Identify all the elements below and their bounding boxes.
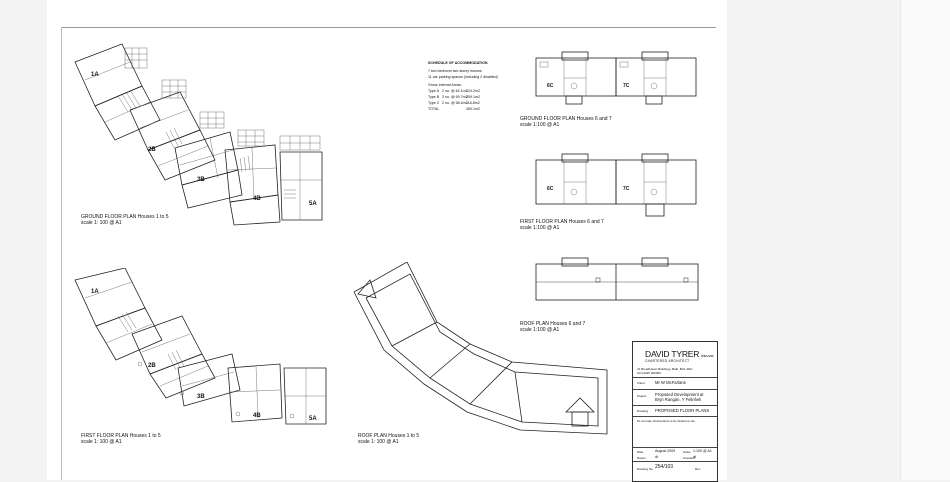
firm-subtitle: CHARTERED ARCHITECT (645, 359, 690, 363)
checked-label: Checked (683, 456, 695, 460)
ff-unit-label-7c: 7C (623, 186, 630, 192)
drawn-label: Drawn (637, 456, 646, 460)
project-line-2: Bryn Rangan, Y Felinheli (655, 397, 702, 402)
revision-label: Rev (695, 467, 701, 471)
plan-title-gf-1-5: GROUND FLOOR PLAN Houses 1 to 5 (81, 214, 169, 220)
viewer-scroll-area[interactable] (900, 0, 950, 480)
schedule-of-accommodation: SCHEDULE OF ACCOMMODATION 7 two bedroom … (428, 60, 498, 112)
drawing-sheet-border (61, 27, 716, 481)
project-label: Project (637, 394, 647, 398)
plan-scale-roof-6-7: scale 1:100 @ A1 (520, 327, 560, 333)
drawing-label: Drawing (637, 409, 649, 413)
plan-scale-roof-1-5: scale 1: 100 @ A1 (358, 439, 399, 445)
client-name: Mr W McFarlane (655, 380, 686, 385)
unit-label-5a: 5A (309, 201, 317, 207)
drawing-note: Do not scale. All dimensions to be check… (637, 420, 696, 423)
ff-unit-label-3b: 3B (197, 394, 205, 400)
sheet-margin-line (61, 27, 62, 480)
first-floor-plan-houses-6-7 (535, 153, 697, 217)
checked-value: dt (693, 455, 696, 459)
plan-scale-ff-1-5: scale 1: 100 @ A1 (81, 439, 122, 445)
ground-floor-plan-houses-1-5 (74, 43, 323, 226)
first-floor-plan-houses-1-5 (74, 268, 327, 425)
ff-unit-label-1a: 1A (91, 289, 99, 295)
ground-floor-plan-houses-6-7 (535, 51, 697, 105)
drawing-number: 254/103 (655, 464, 674, 470)
client-label: Client (637, 381, 645, 385)
drawing-number-label: Drawing No. (637, 467, 654, 471)
plan-title-roof-1-5: ROOF PLAN Houses 1 to 5 (358, 433, 420, 439)
ff-unit-label-6c: 6C (547, 186, 554, 192)
project-line-1: Proposed Development at (655, 392, 704, 397)
unit-label-3b: 3B (197, 177, 205, 183)
ff-unit-label-4b: 4B (253, 413, 261, 419)
scale-value: 1:100 @ A1 (693, 449, 712, 453)
plan-title-roof-6-7: ROOF PLAN Houses 6 and 7 (520, 321, 586, 327)
date-value: August 2009 (655, 449, 676, 453)
plan-scale-ff-6-7: scale 1:100 @ A1 (520, 225, 560, 231)
plan-title-ff-1-5: FIRST FLOOR PLAN Houses 1 to 5 (81, 433, 161, 439)
plan-scale-gf-1-5: scale 1: 100 @ A1 (81, 220, 122, 226)
plan-scale-gf-6-7: scale 1:100 @ A1 (520, 122, 560, 128)
roof-plan-houses-1-5 (353, 262, 608, 435)
schedule-title: SCHEDULE OF ACCOMMODATION (428, 61, 488, 65)
drawing-title: PROPOSED FLOOR PLANS (655, 408, 710, 413)
schedule-line-houses: 7 two bedroom two storey houses (428, 69, 482, 73)
drawing-page (47, 0, 727, 480)
ff-unit-label-2b: 2B (148, 363, 156, 369)
ff-unit-label-5a: 5A (309, 416, 317, 422)
unit-label-4b: 4B (253, 196, 261, 202)
unit-label-1a: 1A (91, 72, 99, 78)
plan-title-ff-6-7: FIRST FLOOR PLAN Houses 6 and 7 (520, 219, 604, 225)
unit-label-7c: 7C (623, 83, 630, 89)
roof-plan-houses-6-7 (535, 257, 699, 301)
schedule-gia-heading: Gross Internal Areas: (428, 83, 462, 87)
schedule-line-parking: 11 car parking spaces (including 2 disab… (428, 75, 498, 79)
drawn-value: dt (655, 455, 658, 459)
unit-label-2b: 2B (148, 147, 156, 153)
unit-label-6c: 6C (547, 83, 554, 89)
scale-label: Scale (683, 450, 691, 454)
plan-title-gf-6-7: GROUND FLOOR PLAN Houses 6 and 7 (520, 116, 612, 122)
date-label: Date (637, 450, 644, 454)
